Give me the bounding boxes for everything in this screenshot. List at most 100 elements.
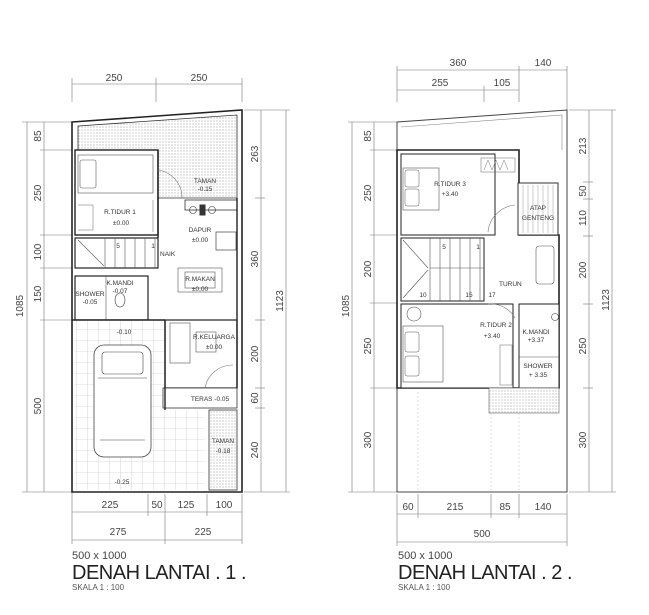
dim-bottom-275: 275	[110, 527, 127, 538]
room-tidur1-level: ±0.00	[113, 220, 130, 227]
plan2-title-block: 500 x 1000 DENAH LANTAI . 2 . SKALA 1 : …	[398, 550, 573, 592]
stair2-step-17: 17	[488, 292, 496, 299]
dim-right-60: 60	[250, 392, 261, 404]
dim-top-360: 360	[450, 58, 467, 69]
room-tidur2-level: +3.40	[484, 333, 501, 340]
room-tidur1: R.TIDUR 1	[104, 209, 136, 216]
plan1-size: 500 x 1000	[72, 550, 127, 562]
room2-kmandi: K.MANDI	[522, 329, 549, 336]
dim-top-2: 250	[191, 73, 208, 84]
dim-bottom-225b: 225	[195, 527, 212, 538]
plan2-top-dimensions	[396, 66, 568, 110]
dim-left-total: 1085	[15, 294, 26, 317]
plan1-right-dimensions	[244, 109, 290, 493]
plan1-title-block: 500 x 1000 DENAH LANTAI . 1 . SKALA 1 : …	[72, 550, 247, 592]
dim-left-150: 150	[33, 285, 44, 302]
plan2-left-dimensions	[348, 121, 397, 493]
room-kmandi: K.MANDI	[106, 280, 133, 287]
dim-right-200: 200	[250, 345, 261, 362]
plan2-dimension-labels: 360 140 255 105 85 250 200 250 300 1085 …	[341, 58, 612, 540]
room-taman-bottom: TAMAN	[212, 438, 235, 445]
room-taman-bottom-level: -0.18	[216, 448, 231, 455]
dim2-right-250: 250	[578, 337, 589, 354]
dim2-bottom-60: 60	[402, 502, 414, 513]
carport-level: -0.25	[115, 479, 130, 486]
dim2-right-110: 110	[578, 210, 589, 226]
dim-left-85: 85	[33, 130, 44, 142]
stair2-step-5: 5	[442, 244, 446, 251]
plan2-title: DENAH LANTAI . 2 .	[398, 562, 573, 584]
dim-top-255: 255	[432, 78, 449, 89]
room-teras: TERAS -0.05	[191, 396, 230, 403]
plan2-bottom-dimensions	[396, 494, 568, 546]
dim2-bottom-215: 215	[447, 502, 464, 513]
car-icon	[93, 344, 152, 458]
dim2-left-250b: 250	[363, 337, 374, 354]
room2-shower-level: + 3.35	[529, 372, 548, 379]
room2-kmandi-level: +3.37	[528, 337, 545, 344]
dim-right-360: 360	[250, 250, 261, 267]
dim-top-105: 105	[494, 78, 511, 89]
dim2-right-300: 300	[578, 431, 589, 448]
room-makan-level: ±0.00	[192, 286, 209, 293]
room-kmandi-level: -0.07	[113, 288, 128, 295]
stair2-step-1: 1	[476, 244, 480, 251]
dim-top-140: 140	[535, 58, 552, 69]
dim-left-250: 250	[33, 184, 44, 201]
room-taman-top: TAMAN	[194, 178, 217, 185]
dim-top-1: 250	[106, 73, 123, 84]
room-keluarga-level: ±0.00	[206, 344, 223, 351]
stair-step-1: 1	[151, 243, 155, 250]
dim-left-500: 500	[33, 397, 44, 414]
dim2-left-300: 300	[363, 431, 374, 448]
room-shower-level: -0.05	[83, 299, 98, 306]
stair-step-5: 5	[116, 243, 120, 250]
plan2-room-labels: R.TIDUR 3 +3.40 ATAP GENTENG 5 1 TURUN 1…	[419, 181, 554, 379]
dim-right-total: 1123	[275, 290, 286, 312]
plan1-dimension-labels: 250 250 85 250 100 150 500 1085 263 360 …	[15, 73, 286, 538]
room-atap-genteng: GENTENG	[522, 215, 554, 222]
dim2-right-total: 1123	[601, 289, 612, 311]
dim-left-100: 100	[33, 243, 44, 260]
dim2-right-50: 50	[578, 185, 589, 197]
dim-right-263: 263	[250, 145, 261, 162]
plan2-right-dimensions	[569, 109, 616, 493]
dim2-left-200: 200	[363, 260, 374, 277]
plan2-size: 500 x 1000	[398, 550, 453, 562]
room-tidur3-level: +3.40	[442, 191, 459, 198]
dim-right-240: 240	[250, 441, 261, 458]
room-atap: ATAP	[530, 205, 546, 212]
plan2-scale: SKALA 1 : 100	[398, 583, 451, 592]
plan1-left-dimensions	[22, 121, 72, 493]
room-shower: SHOWER	[75, 291, 105, 298]
plan1-scale: SKALA 1 : 100	[72, 583, 125, 592]
dim-bottom-225: 225	[102, 500, 119, 511]
plan-1	[22, 78, 290, 544]
room-tidur2: R.TIDUR 2	[480, 322, 512, 329]
dim2-bottom-500: 500	[474, 529, 491, 540]
stair2-step-15: 15	[465, 292, 473, 299]
dim2-left-250: 250	[363, 184, 374, 201]
plan-2	[348, 66, 616, 546]
stair-label-turun: TURUN	[499, 281, 522, 288]
room-makan: R.MAKAN	[185, 276, 215, 283]
room-taman-top-level: -0.15	[198, 186, 213, 193]
stair2-step-10: 10	[419, 292, 427, 299]
room-tidur3: R.TIDUR 3	[434, 181, 466, 188]
plan1-bottom-dimensions	[71, 492, 243, 544]
hall-level: -0.10	[117, 329, 132, 336]
plan1-title: DENAH LANTAI . 1 .	[72, 562, 247, 584]
room-keluarga: R.KELUARGA	[193, 334, 236, 341]
room2-shower: SHOWER	[523, 363, 553, 370]
room-dapur-level: ±0.00	[192, 237, 209, 244]
stair-label-naik: NAIK	[160, 251, 176, 258]
room-dapur: DAPUR	[189, 227, 212, 234]
dim2-left-total: 1085	[341, 294, 352, 317]
dim-bottom-125: 125	[178, 500, 195, 511]
dim-bottom-100: 100	[216, 500, 233, 511]
plan1-room-labels: TAMAN -0.15 R.TIDUR 1 ±0.00 DAPUR ±0.00 …	[75, 178, 235, 486]
dim-bottom-50: 50	[151, 500, 163, 511]
dim2-bottom-140: 140	[535, 502, 552, 513]
dim2-bottom-85: 85	[499, 502, 511, 513]
